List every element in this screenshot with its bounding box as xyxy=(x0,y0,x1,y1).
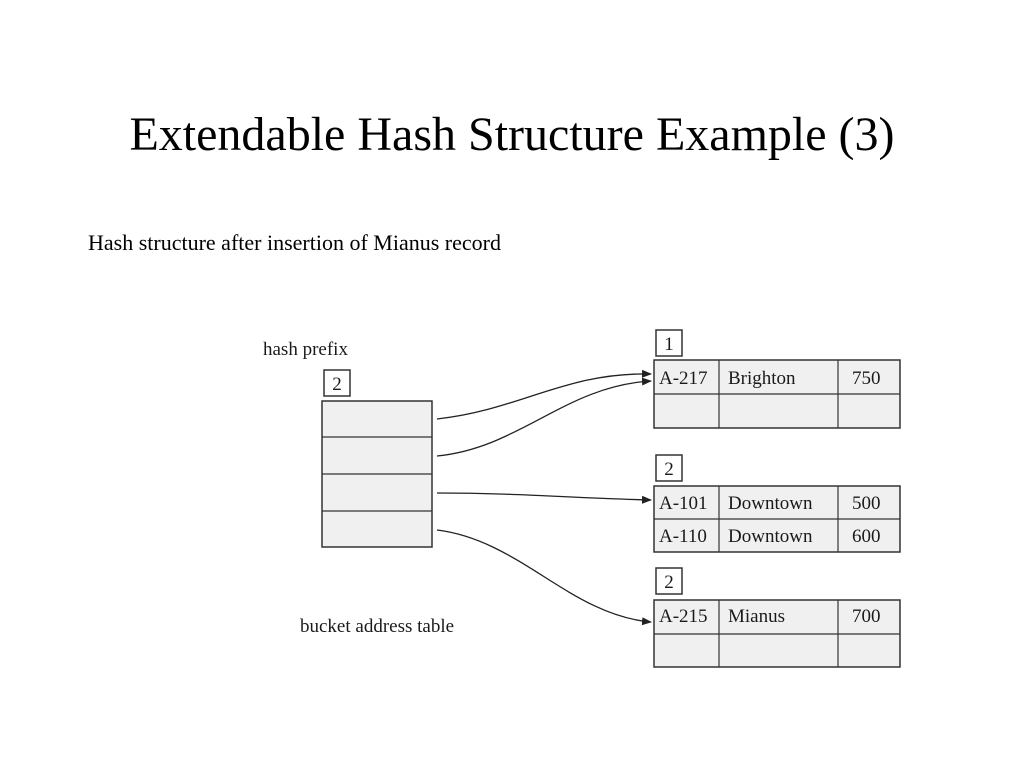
bucket-1: 1 A-217 Brighton 750 xyxy=(653,329,901,429)
slide-title: Extendable Hash Structure Example (3) xyxy=(129,108,895,161)
slide-subtitle: Hash structure after insertion of Mianus… xyxy=(88,230,501,255)
bucket-2-record-2-branch: Downtown xyxy=(728,526,813,547)
bucket-2-record-1-branch: Downtown xyxy=(728,493,813,514)
bucket-3-record-1-account: A-215 xyxy=(659,606,708,627)
bucket-address-table xyxy=(321,400,433,548)
bucket-1-local-depth: 1 xyxy=(664,334,674,355)
bucket-1-record-1-account: A-217 xyxy=(659,368,708,389)
bucket-2-record-1-account: A-101 xyxy=(659,493,708,514)
bucket-3-local-depth: 2 xyxy=(664,572,674,593)
pointer-10 xyxy=(436,492,652,504)
bucket-3-record-1-balance: 700 xyxy=(852,606,881,627)
bucket-address-table-label: bucket address table xyxy=(300,616,454,637)
bucket-2-record-2-balance: 600 xyxy=(852,526,881,547)
bucket-2-record-1-balance: 500 xyxy=(852,493,881,514)
bucket-2: 2 A-101 Downtown 500 A-110 Downtown 600 xyxy=(653,454,901,553)
global-depth-box: 2 xyxy=(323,369,351,397)
bucket-1-record-1-balance: 750 xyxy=(852,368,881,389)
global-depth-value: 2 xyxy=(332,374,342,395)
bucket-1-record-1-branch: Brighton xyxy=(728,368,796,389)
pointer-01 xyxy=(436,377,652,457)
bucket-2-local-depth: 2 xyxy=(664,459,674,480)
bucket-2-record-2-account: A-110 xyxy=(659,526,707,547)
pointer-00 xyxy=(436,369,652,420)
bucket-pointers xyxy=(436,369,652,626)
bucket-3: 2 A-215 Mianus 700 xyxy=(653,567,901,668)
hash-prefix-label: hash prefix xyxy=(263,339,348,360)
bucket-3-record-1-branch: Mianus xyxy=(728,606,785,627)
pointer-11 xyxy=(436,529,652,626)
